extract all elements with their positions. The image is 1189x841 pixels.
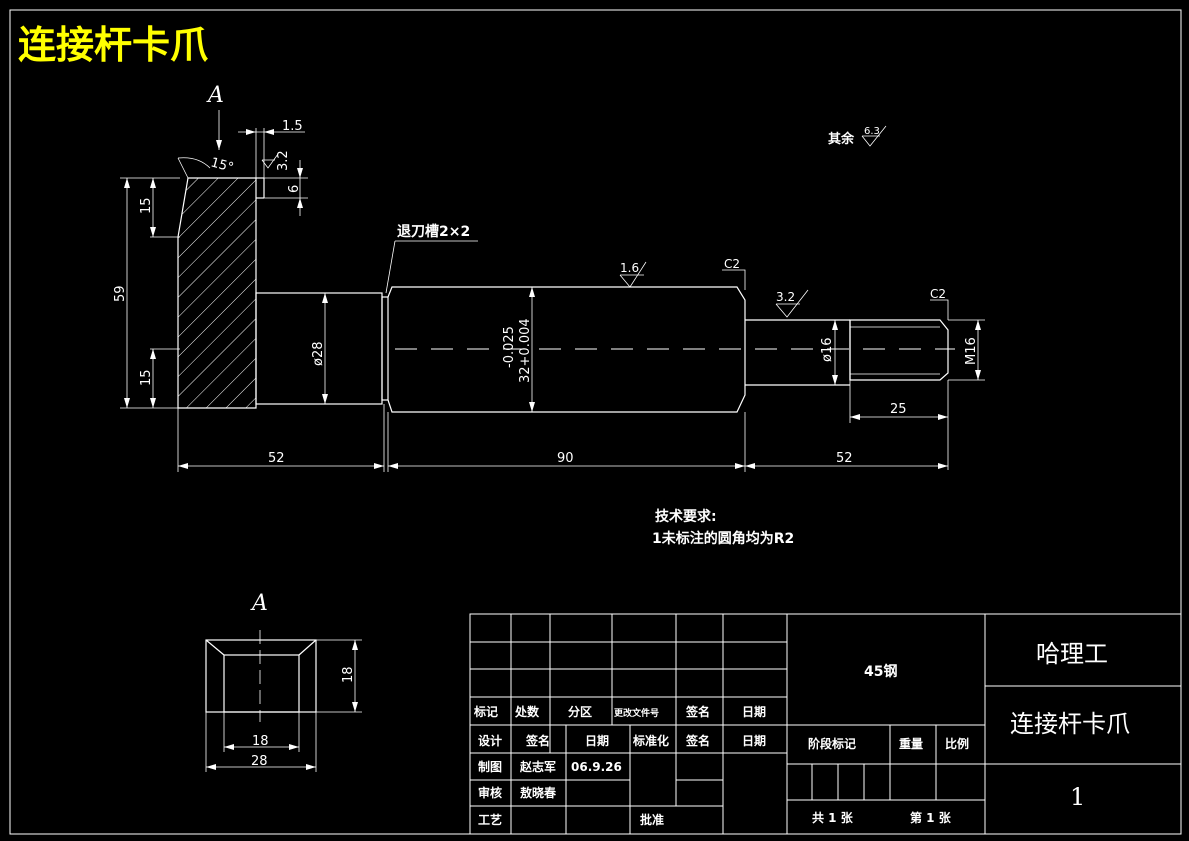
- drawing-border: [9, 9, 1182, 835]
- tb-scale-no: 1: [1070, 783, 1085, 811]
- tb-sheet-no: 第 1 张: [910, 810, 952, 825]
- tb-drawn-name: 赵志军: [519, 759, 556, 774]
- dim-m16: M16: [964, 337, 979, 365]
- dim-dia-16: ø16: [820, 338, 835, 363]
- view-a-arrowheads: [206, 640, 358, 770]
- tb-check-label: 审核: [478, 785, 502, 800]
- head-section: [177, 177, 257, 409]
- tb-weight-label: 重量: [899, 736, 923, 751]
- view-a-dim-18-side: 18: [341, 666, 356, 683]
- dim-dia-28: ø28: [311, 342, 326, 367]
- tb-design-1: 签名: [525, 733, 550, 748]
- small-shaft: [745, 319, 850, 386]
- dim-tol-upper: -0.025: [502, 326, 517, 368]
- tb-design-3: 标准化: [632, 733, 669, 748]
- dim-52-left: 52: [268, 451, 285, 466]
- dim-90: 90: [557, 451, 574, 466]
- tb-mark-1: 处数: [514, 704, 540, 719]
- tb-stage-label: 阶段标记: [808, 736, 856, 751]
- tb-material: 45钢: [864, 663, 897, 680]
- thread-end: [849, 319, 949, 381]
- view-a-dim-18-bottom: 18: [252, 734, 269, 749]
- dim-6: 6: [287, 185, 302, 193]
- dim-15-bottom: 15: [139, 369, 154, 386]
- roughness-other-value: 6.3: [864, 126, 880, 137]
- tb-drawn-label: 制图: [478, 759, 502, 774]
- tb-school: 哈理工: [1036, 640, 1108, 668]
- tb-mark-5: 日期: [742, 704, 766, 719]
- tb-scale-label: 比例: [945, 736, 969, 751]
- tb-sheets-total: 共 1 张: [812, 810, 854, 825]
- section-view-label: A: [250, 591, 268, 616]
- main-view: [177, 177, 955, 413]
- undercut-note: 退刀槽2×2: [397, 223, 470, 240]
- dim-1-5: 1.5: [282, 119, 303, 134]
- dim-tol-main: 32+0.004: [518, 318, 533, 383]
- drawing-title: 连接杆卡爪: [18, 23, 208, 67]
- main-shaft: [387, 286, 746, 413]
- dim-59: 59: [113, 285, 128, 302]
- tb-approve-label: 批准: [640, 812, 664, 827]
- tb-process-label: 工艺: [478, 812, 502, 827]
- tb-part-name: 连接杆卡爪: [1010, 710, 1130, 738]
- tb-mark-4: 签名: [685, 704, 710, 719]
- view-marker-a: A: [206, 83, 224, 108]
- arrowheads: [124, 129, 981, 469]
- tb-mark-2: 分区: [568, 704, 592, 719]
- dim-25: 25: [890, 402, 907, 417]
- title-block: [469, 613, 1182, 835]
- roughness-1-6: 1.6: [620, 261, 639, 275]
- tb-drawn-date: 06.9.26: [571, 760, 622, 774]
- roughness-3-2: 3.2: [776, 290, 795, 304]
- tb-design-5: 日期: [742, 733, 766, 748]
- view-a: [205, 630, 362, 772]
- tb-check-name: 敖晓春: [520, 785, 557, 800]
- roughness-other-label: 其余: [828, 131, 855, 147]
- tb-design-2: 日期: [585, 733, 609, 748]
- tb-design-4: 签名: [685, 733, 710, 748]
- undercut: [381, 296, 389, 401]
- dim-3-2-top: 3.2: [276, 150, 291, 171]
- chamfer-c2-b: C2: [930, 287, 946, 301]
- dim-52-right: 52: [836, 451, 853, 466]
- dim-angle-15: 15°: [209, 155, 235, 175]
- view-a-dim-28-bottom: 28: [251, 754, 268, 769]
- tech-req-line1: 1未标注的圆角均为R2: [652, 530, 794, 547]
- tb-design-0: 设计: [478, 733, 502, 748]
- tb-mark-3: 更改文件号: [614, 707, 659, 719]
- tech-req-heading: 技术要求:: [655, 508, 717, 525]
- chamfer-c2-a: C2: [724, 257, 740, 271]
- tb-mark-0: 标记: [473, 704, 498, 719]
- dim-15-top: 15: [139, 197, 154, 214]
